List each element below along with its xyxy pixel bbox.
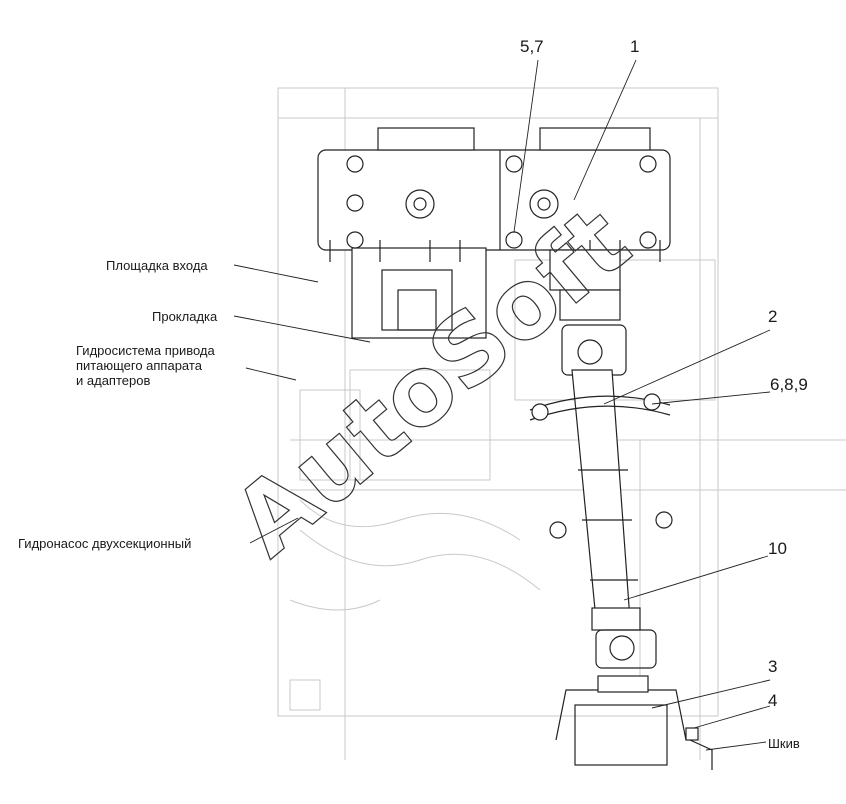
callout-1: 1: [630, 37, 639, 56]
callout-10: 10: [768, 539, 787, 558]
gearbox-assembly: [317, 127, 671, 339]
label-hydro-line-3: и адаптеров: [76, 373, 150, 388]
callout-2: 2: [768, 307, 777, 326]
label-hydro-line-2: питающего аппарата: [76, 358, 203, 373]
output-flange: [549, 249, 627, 376]
label-pulley: Шкив: [768, 736, 800, 751]
leader-lines: [233, 59, 771, 751]
callout-3: 3: [768, 657, 777, 676]
pulley-bracket: [555, 675, 713, 770]
callout-4: 4: [768, 691, 777, 710]
label-pump: Гидронасос двухсекционный: [18, 536, 191, 551]
label-entry-platform: Площадка входа: [106, 258, 208, 273]
label-gasket: Прокладка: [152, 309, 218, 324]
callout-5-7: 5,7: [520, 37, 544, 56]
callout-6-8-9: 6,8,9: [770, 375, 808, 394]
cardan-shaft: [571, 369, 657, 669]
label-hydro-line-1: Гидросистема привода: [76, 343, 216, 358]
mounting-plate: [529, 393, 673, 539]
